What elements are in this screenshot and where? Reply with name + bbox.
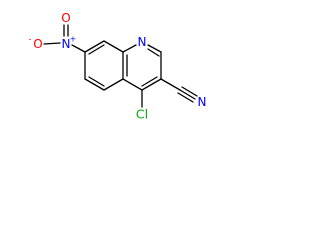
atom-o-double: O	[61, 11, 70, 25]
bond-c3-c4	[141, 78, 162, 91]
bond-cn-triple-3	[177, 92, 194, 103]
bond-c6-c5-inner	[88, 76, 105, 87]
bond-c7-nitro	[71, 44, 86, 53]
bond-cn-triple-2	[181, 86, 198, 97]
bond-c8a-c8	[103, 40, 124, 53]
bond-c8-c7-inner	[88, 44, 105, 55]
bond-nitro-o-single	[43, 42, 61, 45]
atom-labels: O - N + O N Cl N	[29, 11, 207, 122]
bond-c5-c4a	[103, 78, 124, 91]
bond-c3-cn	[160, 78, 181, 91]
charge-minus: -	[29, 35, 32, 44]
bond-c6-c5	[84, 78, 105, 91]
bond-n1-c2	[147, 44, 162, 53]
bond-n1-c2-inner	[147, 48, 160, 57]
bond-c3-c4-inner	[141, 76, 158, 87]
atom-n-nitrile: N	[198, 95, 207, 109]
bond-c8a-n1	[122, 44, 137, 53]
bond-c4-c4a	[122, 78, 143, 91]
bond-cn-triple-1	[179, 89, 196, 100]
atom-cl: Cl	[136, 107, 148, 122]
chemical-structure: O - N + O N Cl N	[29, 11, 207, 122]
bonds	[43, 24, 198, 108]
bond-c8-c7	[84, 40, 105, 53]
atom-o-minus: O	[33, 37, 42, 51]
atom-n-nitro: N	[62, 37, 71, 51]
atom-n-ring: N	[138, 35, 147, 49]
charge-plus: +	[70, 35, 77, 44]
